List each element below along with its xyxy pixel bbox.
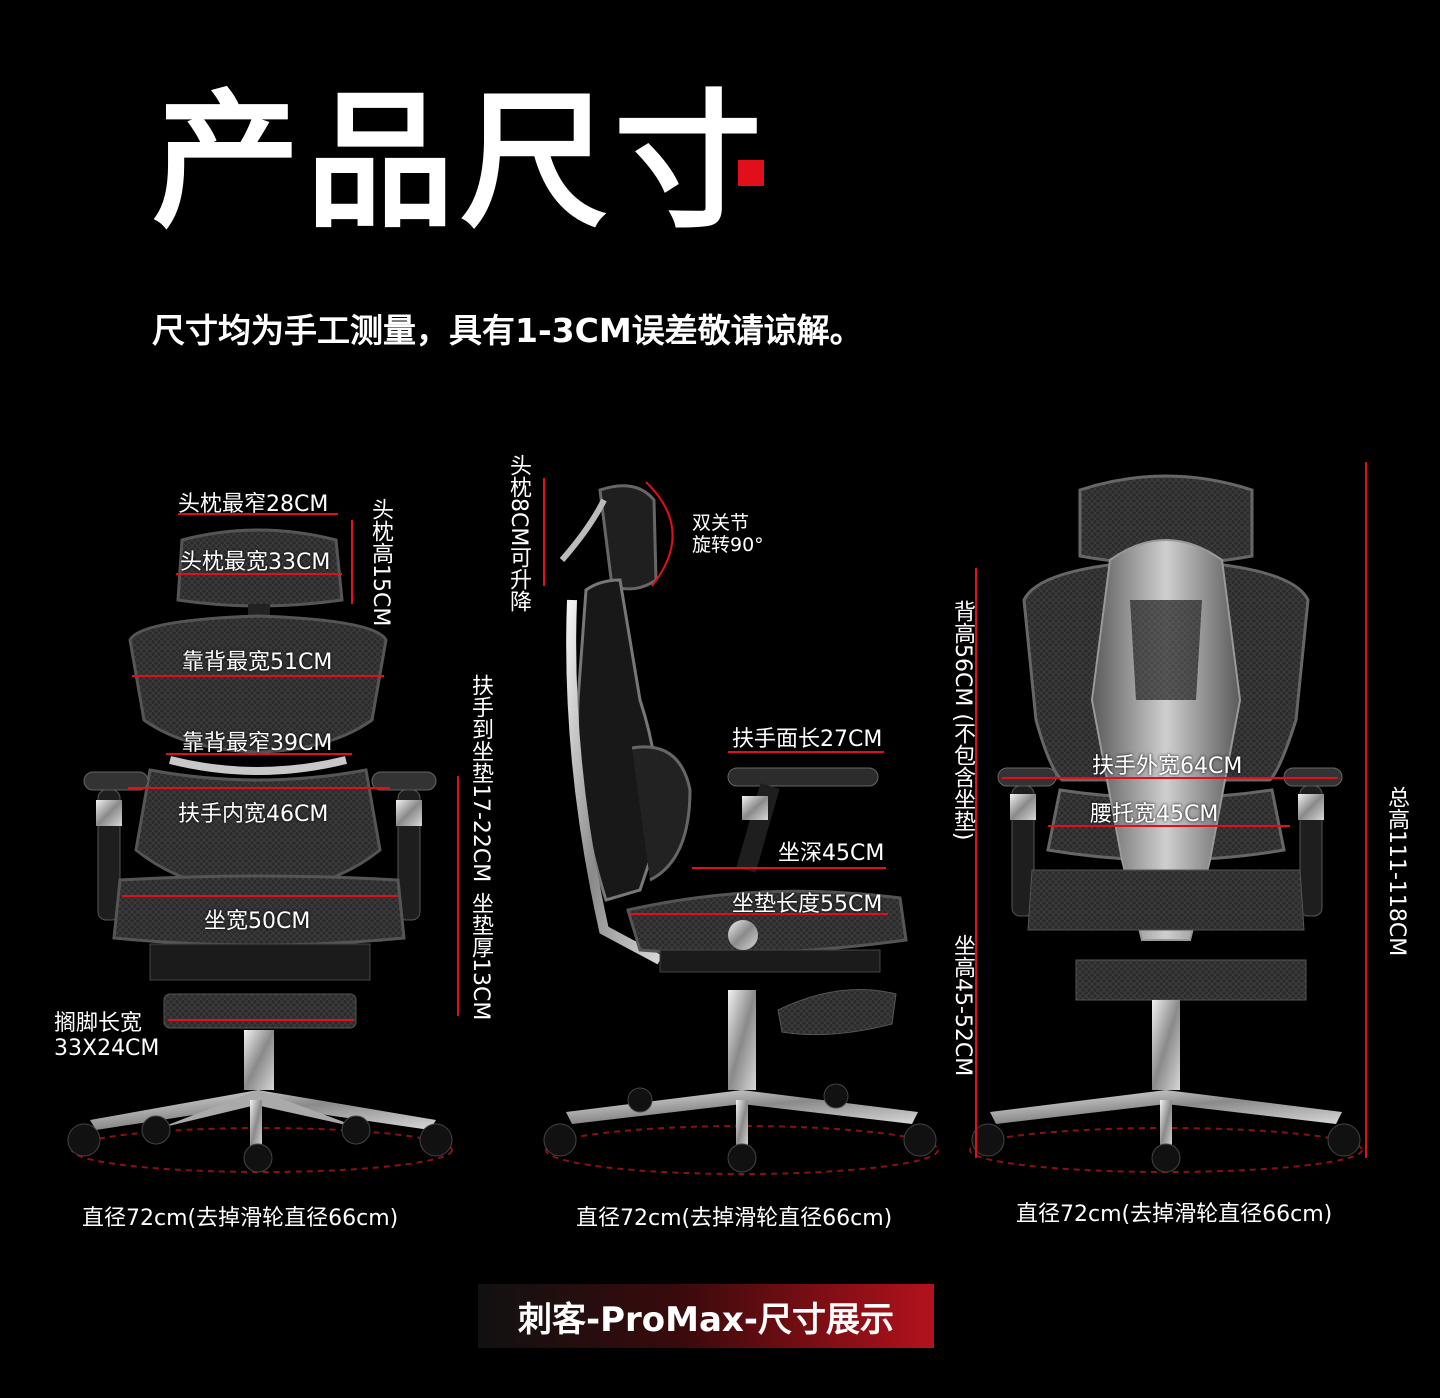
label-seat-height: 坐高45-52CM — [950, 934, 975, 1077]
label-back-wide: 靠背最宽51CM — [182, 650, 333, 675]
label-front-diameter: 直径72cm(去掉滑轮直径66cm) — [82, 1206, 399, 1231]
label-footrest-line1: 搁脚长宽 — [54, 1011, 143, 1036]
label-headrest-lift: 头枕8CM可升降 — [506, 454, 531, 613]
dimension-lines — [122, 462, 1367, 1158]
label-total-height: 总高111-118CM — [1384, 786, 1409, 957]
label-footrest-line2: 33X24CM — [54, 1036, 160, 1061]
label-back-diameter: 直径72cm(去掉滑轮直径66cm) — [1016, 1202, 1333, 1227]
back-view-chair — [969, 474, 1363, 1173]
page-subtitle: 尺寸均为手工测量，具有1-3CM误差敬请谅解。 — [152, 311, 863, 350]
label-side-diameter: 直径72cm(去掉滑轮直径66cm) — [576, 1206, 893, 1231]
side-view-chair — [543, 484, 939, 1175]
label-armrest-outer: 扶手外宽64CM — [1092, 754, 1243, 779]
label-headrest-height: 头枕高15CM — [368, 498, 393, 627]
label-armrest-length: 扶手面长27CM — [732, 727, 883, 752]
label-back-narrow: 靠背最窄39CM — [182, 731, 333, 756]
label-headrest-wide: 头枕最宽33CM — [180, 550, 331, 575]
label-cushion-length: 坐垫长度55CM — [732, 892, 883, 917]
label-seat-width: 坐宽50CM — [204, 909, 311, 934]
label-joint-line1: 双关节 — [692, 512, 750, 534]
footer-banner: 刺客-ProMax-尺寸展示 — [478, 1284, 934, 1348]
label-cushion-thickness: 坐垫厚13CM — [468, 892, 493, 1021]
title-accent-dot — [738, 160, 764, 186]
label-joint-line2: 旋转90° — [692, 534, 764, 556]
page-title: 产品尺寸 — [152, 76, 768, 248]
label-seat-depth: 坐深45CM — [778, 841, 885, 866]
label-armrest-inner: 扶手内宽46CM — [178, 802, 329, 827]
label-lumbar-width: 腰托宽45CM — [1090, 802, 1219, 827]
label-headrest-narrow: 头枕最窄28CM — [178, 492, 329, 517]
label-armrest-to-seat: 扶手到坐垫17-22CM — [468, 674, 493, 883]
label-back-height: 背高56CM (不包含坐垫) — [950, 600, 975, 841]
